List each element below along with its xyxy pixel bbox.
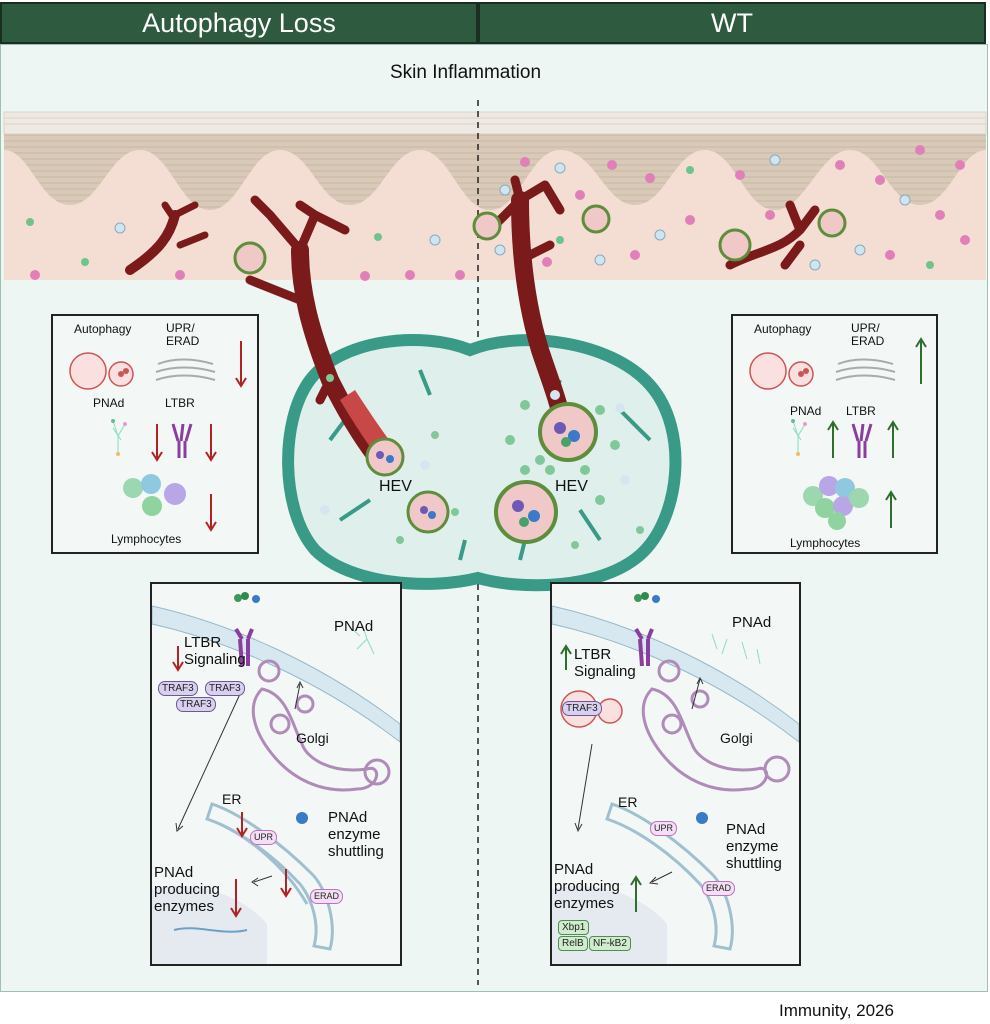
- skin-immune-cells: [26, 145, 970, 281]
- right-cell-graphics: [552, 592, 799, 964]
- left-traf3-1: TRAF3: [158, 681, 198, 696]
- hev-cross-sections: [233, 204, 847, 544]
- stratum-corneum: [3, 111, 987, 135]
- right-summary-box: Autophagy UPR/ ERAD PNAd LTBR Lymphocyte…: [731, 314, 938, 554]
- right-ltbr-signaling-label: LTBR Signaling: [574, 646, 636, 680]
- epidermis-layer: [4, 120, 986, 210]
- left-upr-badge: UPR: [250, 830, 278, 845]
- left-pnad-label: PNAd: [93, 396, 125, 410]
- right-autophagy-label: Autophagy: [754, 322, 812, 336]
- right-cell-panel: PNAd LTBR Signaling TRAF3 Golgi ER UPR E…: [550, 582, 801, 966]
- right-golgi-label: Golgi: [720, 730, 753, 746]
- right-er-label: ER: [618, 794, 638, 810]
- left-autophagy-label: Autophagy: [74, 322, 132, 336]
- hev-lymphocytes: [320, 374, 644, 549]
- left-lymphocytes-label: Lymphocytes: [111, 532, 182, 546]
- right-xbp1-badge: Xbp1: [558, 920, 590, 935]
- hev-label-right: HEV: [555, 478, 588, 495]
- hev-label-left: HEV: [379, 478, 412, 495]
- citation: Immunity, 2026: [779, 1001, 894, 1020]
- left-cell-graphics: [152, 592, 400, 964]
- left-producing-label: PNAd producing enzymes: [154, 864, 220, 915]
- right-cell-pnad-label: PNAd: [732, 614, 772, 631]
- hev-lymph-node: [282, 334, 682, 592]
- right-pnad-label: PNAd: [790, 404, 822, 418]
- left-er-label: ER: [222, 791, 242, 807]
- right-upr-badge: UPR: [650, 821, 678, 836]
- right-traf3: TRAF3: [562, 701, 602, 716]
- right-lymphocytes-label: Lymphocytes: [790, 536, 861, 550]
- left-cell-panel: PNAd LTBR Signaling TRAF3 TRAF3 TRAF3 Go…: [150, 582, 402, 966]
- left-traf3-2: TRAF3: [205, 681, 245, 696]
- left-ltbr-label: LTBR: [165, 396, 195, 410]
- left-golgi-label: Golgi: [296, 730, 329, 746]
- right-erad-badge: ERAD: [702, 881, 736, 896]
- right-nfkb2-badge: NF-kB2: [589, 936, 631, 951]
- header-autophagy-loss: Autophagy Loss: [0, 2, 478, 44]
- right-shuttling-label: PNAd enzyme shuttling: [726, 821, 782, 872]
- left-ltbr-signaling-label: LTBR Signaling: [184, 634, 246, 668]
- left-cell-pnad-label: PNAd: [334, 618, 374, 635]
- left-summary-graphics: [69, 341, 247, 532]
- left-erad-badge: ERAD: [310, 889, 344, 904]
- left-upr-label: UPR/ ERAD: [166, 321, 200, 348]
- diagram-title: Skin Inflammation: [390, 62, 542, 83]
- left-summary-box: Autophagy UPR/ ERAD PNAd LTBR Lymphocyte…: [51, 314, 259, 554]
- left-shuttling-label: PNAd enzyme shuttling: [328, 809, 384, 860]
- left-traf3-3: TRAF3: [176, 697, 216, 712]
- right-summary-graphics: [749, 337, 927, 530]
- right-ltbr-label: LTBR: [846, 404, 876, 418]
- header-wt: WT: [478, 2, 986, 44]
- right-upr-label: UPR/ ERAD: [851, 321, 885, 348]
- right-producing-label: PNAd producing enzymes: [554, 861, 620, 912]
- right-relb-badge: RelB: [558, 936, 588, 951]
